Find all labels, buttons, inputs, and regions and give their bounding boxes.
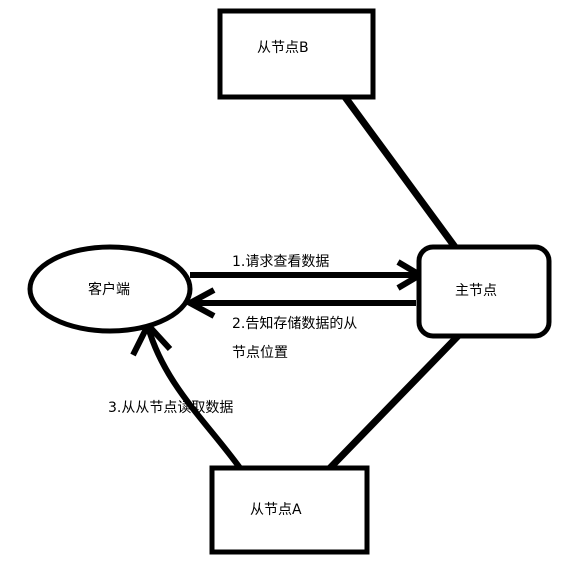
node-slave-b (217, 8, 376, 100)
scan-artifact-marks (336, 9, 368, 12)
node-master-label: 主节点 (455, 283, 497, 299)
node-slave-a (209, 465, 370, 555)
arrow-reply-head (183, 287, 216, 319)
link-master-slave-a (327, 333, 461, 471)
node-client-label: 客户端 (88, 281, 130, 298)
arrow-read-line (145, 326, 243, 470)
link-master-slave-b (342, 94, 458, 250)
node-slave-b-label: 从节点B (257, 40, 309, 56)
node-client (27, 244, 193, 334)
edge-request-label: 1.请求查看数据 (232, 254, 329, 270)
edge-reply-label-line1: 2.告知存储数据的从 (232, 315, 357, 332)
node-slave-a-label: 从节点A (250, 502, 302, 518)
node-master (416, 244, 552, 339)
edge-reply-label-line2: 节点位置 (232, 345, 288, 361)
edge-read-label: 3.从从节点读取数据 (108, 399, 233, 416)
